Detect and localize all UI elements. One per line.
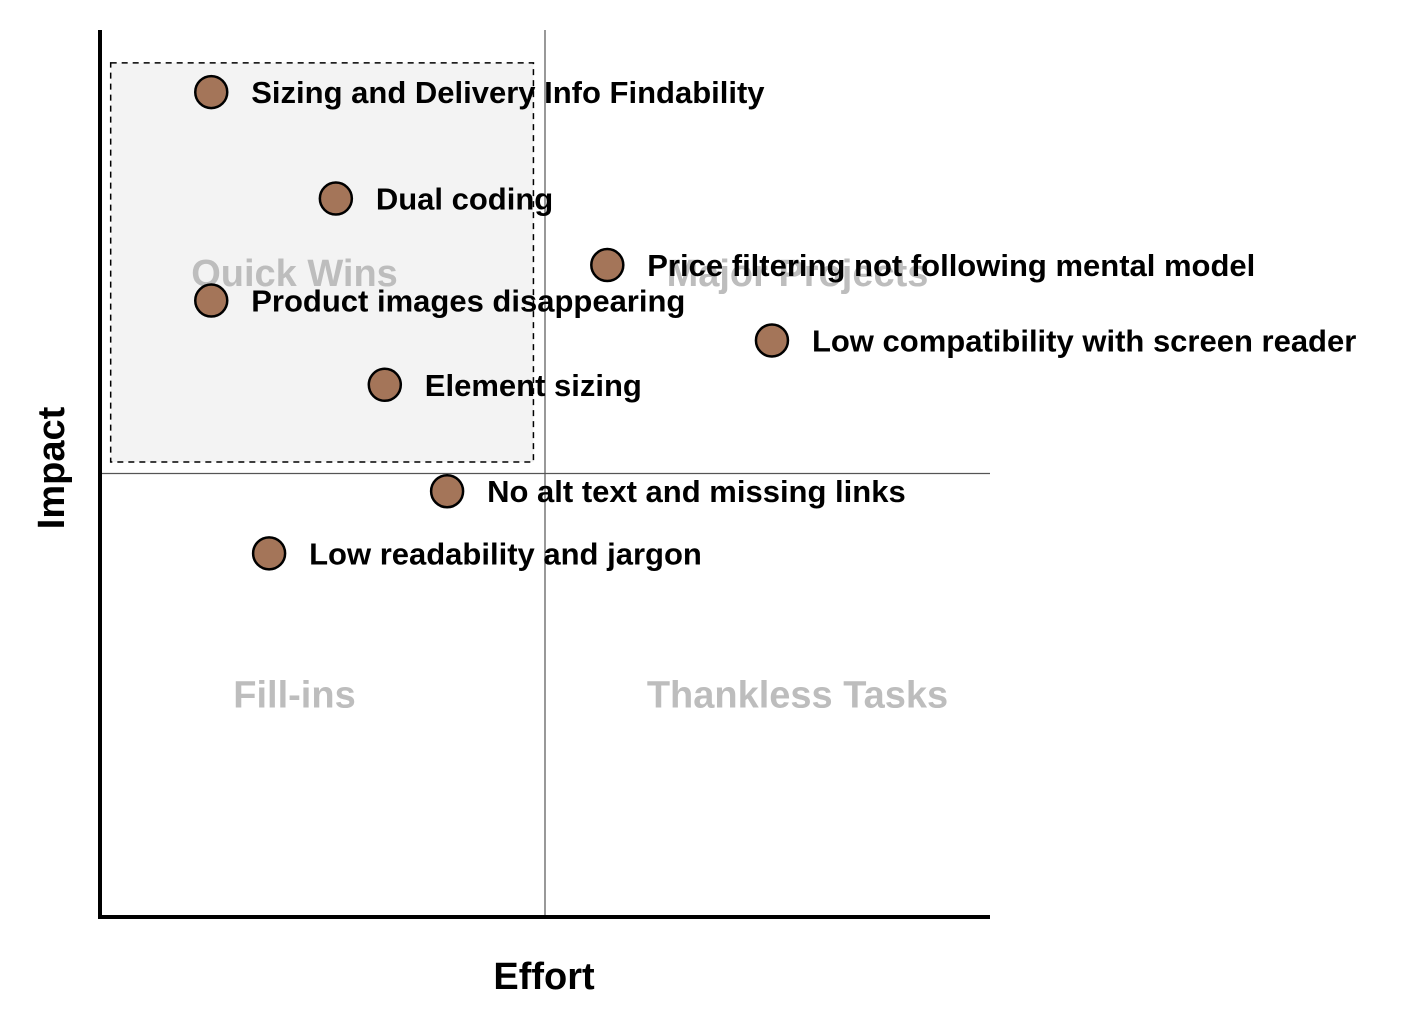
data-point-group: Low readability and jargon (251, 536, 702, 571)
data-point-group: Dual coding (318, 181, 553, 217)
quadrant-label-fill-ins: Fill-ins (233, 674, 355, 716)
data-point-label: Element sizing (425, 368, 642, 403)
data-point-marker (194, 74, 229, 110)
data-point-marker (194, 283, 229, 318)
data-point-marker (318, 181, 354, 216)
data-point-marker (367, 367, 403, 403)
data-point-marker (251, 536, 287, 571)
y-axis-title: Impact (31, 406, 73, 529)
data-point-marker (429, 473, 465, 509)
data-points: Sizing and Delivery Info FindabilityDual… (194, 74, 1356, 571)
data-point-group: Sizing and Delivery Info Findability (194, 74, 765, 110)
quadrant-label-quick-wins: Quick Wins (191, 253, 398, 295)
highlight-region (109, 62, 535, 463)
data-point-label: Low compatibility with screen reader (812, 323, 1356, 358)
quadrant-label-major-projects: Major Projects (667, 253, 929, 295)
data-point-group: Price filtering not following mental mod… (590, 247, 1255, 283)
data-point-marker (590, 247, 625, 283)
data-point-label: Low readability and jargon (309, 536, 702, 571)
quadrant-label-thankless-tasks: Thankless Tasks (647, 674, 948, 716)
data-point-label: No alt text and missing links (487, 474, 906, 509)
data-point-group: Element sizing (367, 367, 642, 403)
data-point-marker (754, 323, 790, 358)
data-point-label: Dual coding (376, 182, 553, 217)
data-point-group: Product images disappearing (194, 283, 685, 319)
x-axis-title: Effort (493, 956, 595, 998)
data-point-group: No alt text and missing links (429, 473, 906, 509)
data-point-label: Sizing and Delivery Info Findability (251, 75, 765, 110)
data-point-label: Price filtering not following mental mod… (647, 248, 1255, 283)
data-point-label: Product images disappearing (251, 284, 685, 319)
data-point-group: Low compatibility with screen reader (754, 323, 1356, 358)
